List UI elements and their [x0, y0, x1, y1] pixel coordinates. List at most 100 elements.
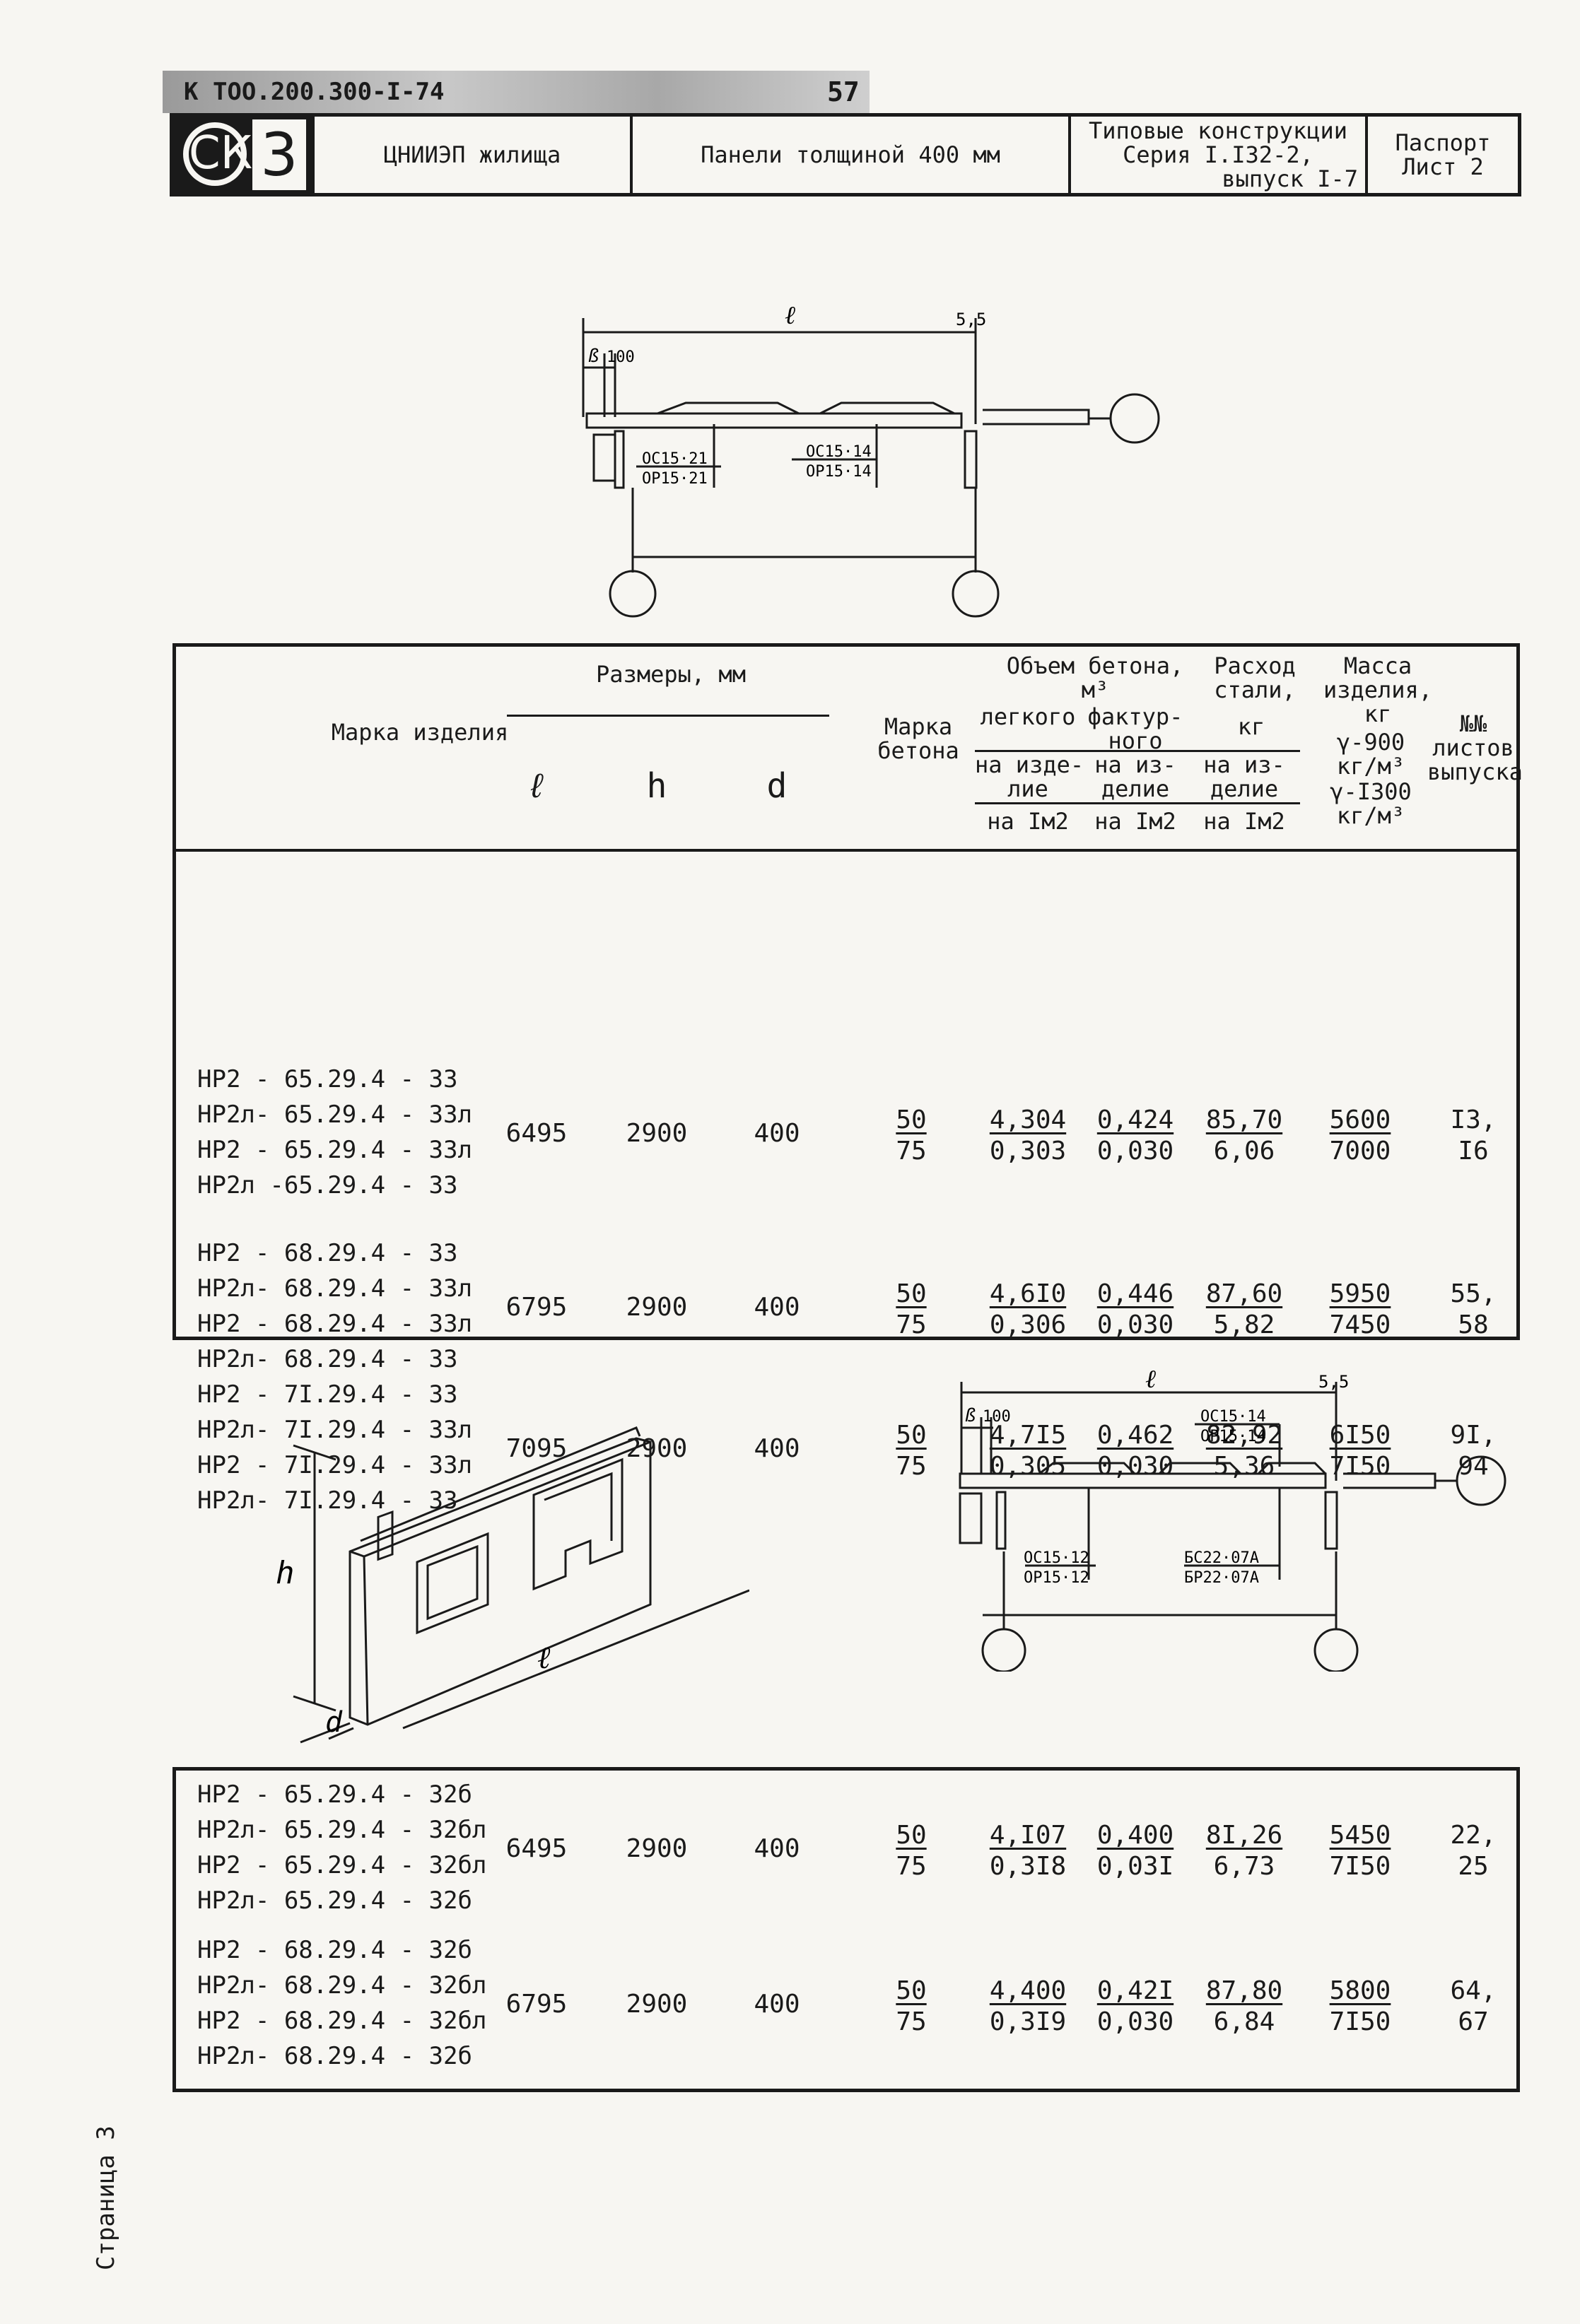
thickness-value: 400	[754, 1293, 800, 1322]
sheet-numbers: 9І,94	[1450, 1421, 1497, 1481]
product-mark: НР2 - 7І.29.4 - 33	[197, 1380, 458, 1409]
rebar-label-b2: ОР15·14	[806, 463, 872, 481]
logo: СК 3	[173, 117, 315, 193]
header-volume: Объем бетона,м³	[1006, 652, 1184, 703]
product-mark: НР2 - 65.29.4 - 33	[197, 1065, 458, 1093]
sheet-numbers: 22,25	[1450, 1821, 1497, 1881]
dim-b-label: ß	[588, 346, 599, 367]
header-h: h	[646, 766, 667, 806]
header-facing: фактур-ного	[1087, 703, 1183, 754]
iso-h-label: h	[276, 1555, 295, 1591]
height-value: 2900	[626, 1119, 688, 1148]
length-value: 6795	[505, 1293, 568, 1322]
sheet-numbers: І3,І6	[1450, 1105, 1497, 1166]
rebar-label-t2: ОР15·14	[1200, 1428, 1266, 1445]
document-code: К ТОО.200.300-І-74 57	[163, 71, 870, 113]
product-mark: НР2л- 68.29.4 - 33	[197, 1345, 458, 1373]
height-value: 2900	[626, 1293, 688, 1322]
sheet-info: Паспорт Лист 2	[1395, 129, 1491, 180]
dim-55-label: 5,5	[956, 310, 986, 329]
section-drawing-1: ℓ ß 100 5,5 ОС15·21 ОР15·21 ОС15·14 ОР15…	[582, 301, 1160, 618]
side-page-label: Страница 3	[92, 2125, 120, 2271]
product-mark: НР2л- 68.29.4 - 32бл	[197, 1971, 487, 2000]
product-mark: НР2 - 65.29.4 - 32бл	[197, 1851, 487, 1879]
header-light: легкого	[980, 703, 1076, 730]
sheet-numbers: 64,67	[1450, 1976, 1497, 2036]
header-l: ℓ	[526, 766, 547, 806]
length-value: 6495	[505, 1834, 568, 1863]
product-mark: НР2л- 65.29.4 - 32б	[197, 1886, 472, 1915]
header-per-item-facing: на из-делие	[1094, 751, 1176, 802]
length-value: 6495	[505, 1119, 568, 1148]
isometric-panel-drawing: h ℓ d	[276, 1426, 749, 1744]
rebar-label-a2-2: ОР15·12	[1024, 1569, 1089, 1587]
header-per-m2-steel: на Ім2	[1203, 808, 1285, 835]
product-mark: НР2л -65.29.4 - 33	[197, 1171, 458, 1199]
page-number: 57	[827, 76, 860, 107]
header-mark: Марка изделия	[331, 719, 509, 746]
product-mark: НР2л- 65.29.4 - 33л	[197, 1101, 472, 1129]
product-mark: НР2л- 65.29.4 - 32бл	[197, 1816, 487, 1844]
header-d: d	[766, 766, 788, 806]
rebar-label-b2-2: БР22·07А	[1184, 1569, 1259, 1587]
length-value: 7095	[505, 1434, 568, 1463]
dim-length-label-2: ℓ	[1145, 1368, 1156, 1394]
thickness-value: 400	[754, 1119, 800, 1148]
thickness-value: 400	[754, 1434, 800, 1463]
section-drawing-2: ℓ ß 100 5,5 ОС15·14 ОР15·14 ОС15·12 ОР15…	[959, 1368, 1506, 1672]
length-value: 6795	[505, 1990, 568, 2019]
product-mark: НР2 - 68.29.4 - 33л	[197, 1310, 472, 1338]
rebar-label-a2: ОР15·21	[642, 470, 708, 488]
height-value: 2900	[626, 1834, 688, 1863]
document-title: Панели толщиной 400 мм	[633, 117, 1071, 193]
dim-100-label-2: 100	[983, 1408, 1011, 1426]
rebar-label-t1: ОС15·14	[1200, 1408, 1266, 1426]
dim-100-label: 100	[607, 348, 635, 366]
header-per-m2-light: на Ім2	[987, 808, 1069, 835]
dim-length-label: ℓ	[785, 301, 795, 330]
product-mark: НР2 - 7І.29.4 - 33л	[197, 1451, 472, 1479]
logo-number: 3	[252, 119, 306, 190]
logo-circle: СК	[183, 122, 252, 186]
product-mark: НР2 - 68.29.4 - 32бл	[197, 2007, 487, 2035]
header-per-item-light: на изде-лие	[975, 751, 1084, 802]
product-mark: НР2 - 65.29.4 - 32б	[197, 1780, 472, 1809]
iso-l-label: ℓ	[537, 1640, 551, 1676]
header-per-item-steel: на из-делие	[1203, 751, 1285, 802]
height-value: 2900	[626, 1990, 688, 2019]
organization: ЦНИИЭП жилища	[315, 117, 633, 193]
product-mark: НР2л- 7І.29.4 - 33л	[197, 1416, 472, 1444]
product-mark: НР2 - 68.29.4 - 32б	[197, 1936, 472, 1964]
product-mark: НР2 - 68.29.4 - 33	[197, 1239, 458, 1267]
header-kg: кг	[1237, 713, 1265, 740]
rebar-label-a1: ОС15·21	[642, 450, 708, 468]
product-mark: НР2л- 68.29.4 - 33л	[197, 1274, 472, 1303]
